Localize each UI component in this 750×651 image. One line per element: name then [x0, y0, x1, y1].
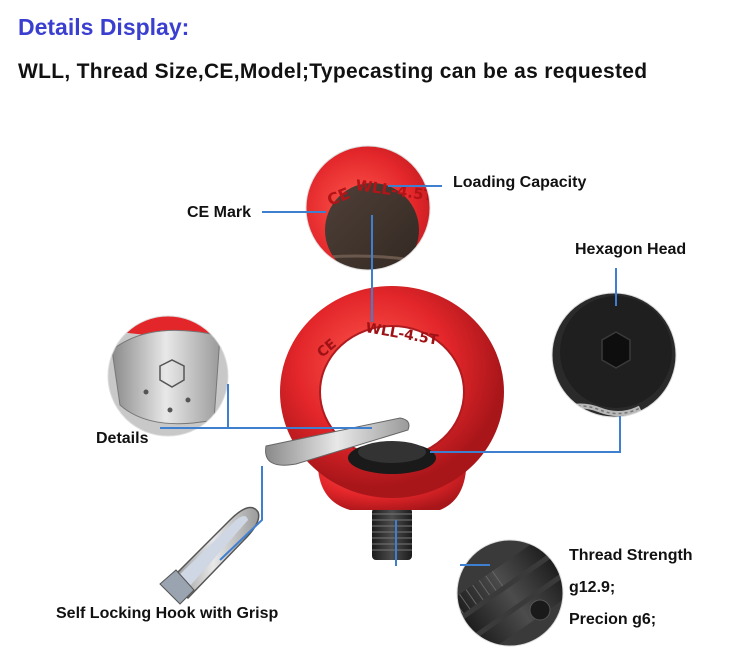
- self-locking-hook: [159, 506, 260, 605]
- hexagon-head-detail-circle: [552, 293, 676, 417]
- thread-detail-circle: [457, 540, 563, 646]
- precision-label: Precion g6;: [569, 611, 657, 628]
- thread-strength-label: Thread Strength: [569, 547, 693, 564]
- eye-bolt-product: CE WLL-4.5T: [265, 286, 504, 560]
- ce-mark-detail-circle: CE WLL-4.5T: [306, 146, 430, 270]
- page-subtitle: WLL, Thread Size,CE,Model;Typecasting ca…: [18, 60, 648, 83]
- plate-detail-circle: [108, 316, 228, 436]
- self-locking-hook-label: Self Locking Hook with Grisp: [56, 605, 279, 622]
- page-title: Details Display:: [18, 14, 190, 40]
- ce-mark-label: CE Mark: [187, 204, 252, 221]
- loading-capacity-label: Loading Capacity: [453, 174, 587, 191]
- grade-label: g12.9;: [569, 579, 616, 596]
- details-label: Details: [96, 430, 149, 447]
- leader-lines: [160, 185, 621, 566]
- hexagon-head-label: Hexagon Head: [575, 241, 687, 258]
